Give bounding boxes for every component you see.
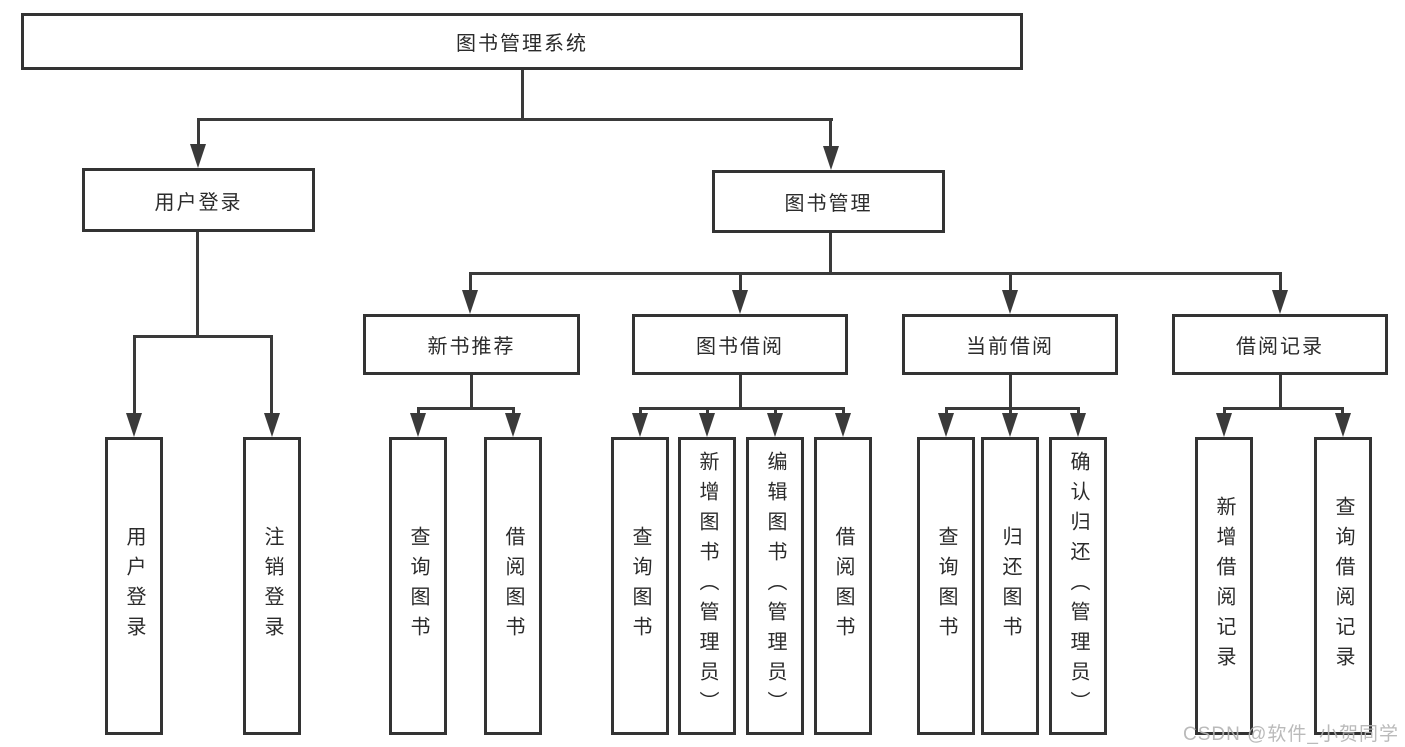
connector-book-borrow-stem bbox=[739, 375, 742, 407]
connector-user-login-branch-1 bbox=[133, 335, 136, 415]
arrow-down-icon bbox=[1272, 290, 1288, 314]
connector-current-borrow-branch-2 bbox=[1009, 407, 1012, 415]
leaf-logout: 注销登录 bbox=[243, 437, 301, 735]
csdn-watermark: CSDN @软件_小贺同学 bbox=[1183, 724, 1399, 745]
leaf-borrow-add-admin: 新增图书（管理员） bbox=[678, 437, 736, 735]
connector-borrow-records-branch-1 bbox=[1223, 407, 1226, 415]
arrow-down-icon bbox=[1216, 413, 1232, 437]
node-current-borrow: 当前借阅 bbox=[902, 314, 1118, 375]
connector-book-mgmt-branch-3 bbox=[1009, 272, 1012, 292]
leaf-new-book-query: 查询图书 bbox=[389, 437, 447, 735]
leaf-new-book-borrow: 借阅图书 bbox=[484, 437, 542, 735]
arrow-down-icon bbox=[1335, 413, 1351, 437]
connector-user-login-stem bbox=[196, 232, 199, 335]
connector-new-book-stem bbox=[470, 375, 473, 407]
connector-new-book-rail bbox=[417, 407, 515, 410]
leaf-borrow-edit-admin: 编辑图书（管理员） bbox=[746, 437, 804, 735]
connector-book-borrow-branch-4 bbox=[842, 407, 845, 415]
leaf-borrow-book: 借阅图书 bbox=[814, 437, 872, 735]
connector-current-borrow-branch-1 bbox=[945, 407, 948, 415]
arrow-down-icon bbox=[1070, 413, 1086, 437]
arrow-down-icon bbox=[505, 413, 521, 437]
leaf-current-query: 查询图书 bbox=[917, 437, 975, 735]
connector-root-stem bbox=[521, 70, 524, 118]
arrow-down-icon bbox=[767, 413, 783, 437]
leaf-record-add: 新增借阅记录 bbox=[1195, 437, 1253, 735]
connector-current-borrow-rail bbox=[945, 407, 1079, 410]
connector-book-mgmt-branch-2 bbox=[739, 272, 742, 292]
connector-book-borrow-rail bbox=[639, 407, 845, 410]
connector-book-mgmt-rail bbox=[469, 272, 1282, 275]
connector-root-branch-left bbox=[197, 118, 200, 148]
arrow-down-icon bbox=[126, 413, 142, 437]
arrow-down-icon bbox=[699, 413, 715, 437]
arrow-down-icon bbox=[732, 290, 748, 314]
connector-root-branch-right bbox=[829, 118, 832, 148]
arrow-down-icon bbox=[1002, 413, 1018, 437]
arrow-down-icon bbox=[462, 290, 478, 314]
node-new-book-recommend: 新书推荐 bbox=[363, 314, 580, 375]
connector-new-book-branch-2 bbox=[512, 407, 515, 415]
node-book-borrow: 图书借阅 bbox=[632, 314, 848, 375]
connector-current-borrow-branch-3 bbox=[1077, 407, 1080, 415]
connector-user-login-rail bbox=[133, 335, 273, 338]
connector-book-mgmt-branch-1 bbox=[469, 272, 472, 292]
connector-book-borrow-branch-2 bbox=[706, 407, 709, 415]
connector-user-login-branch-2 bbox=[270, 335, 273, 415]
arrow-down-icon bbox=[264, 413, 280, 437]
arrow-down-icon bbox=[938, 413, 954, 437]
node-root: 图书管理系统 bbox=[21, 13, 1023, 70]
node-book-management: 图书管理 bbox=[712, 170, 945, 233]
connector-book-mgmt-branch-4 bbox=[1279, 272, 1282, 292]
arrow-down-icon bbox=[410, 413, 426, 437]
arrow-down-icon bbox=[1002, 290, 1018, 314]
connector-current-borrow-stem bbox=[1009, 375, 1012, 407]
connector-borrow-records-stem bbox=[1279, 375, 1282, 407]
node-borrow-records: 借阅记录 bbox=[1172, 314, 1388, 375]
leaf-record-query: 查询借阅记录 bbox=[1314, 437, 1372, 735]
leaf-borrow-query: 查询图书 bbox=[611, 437, 669, 735]
connector-book-borrow-branch-3 bbox=[774, 407, 777, 415]
connector-new-book-branch-1 bbox=[417, 407, 420, 415]
arrow-down-icon bbox=[190, 144, 206, 168]
connector-borrow-records-rail bbox=[1223, 407, 1344, 410]
leaf-user-login: 用户登录 bbox=[105, 437, 163, 735]
leaf-current-confirm-return-admin: 确认归还（管理员） bbox=[1049, 437, 1107, 735]
arrow-down-icon bbox=[823, 146, 839, 170]
connector-book-mgmt-stem bbox=[829, 233, 832, 272]
node-user-login: 用户登录 bbox=[82, 168, 315, 232]
arrow-down-icon bbox=[835, 413, 851, 437]
connector-borrow-records-branch-2 bbox=[1341, 407, 1344, 415]
connector-book-borrow-branch-1 bbox=[639, 407, 642, 415]
leaf-current-return: 归还图书 bbox=[981, 437, 1039, 735]
connector-root-rail bbox=[197, 118, 833, 121]
arrow-down-icon bbox=[632, 413, 648, 437]
